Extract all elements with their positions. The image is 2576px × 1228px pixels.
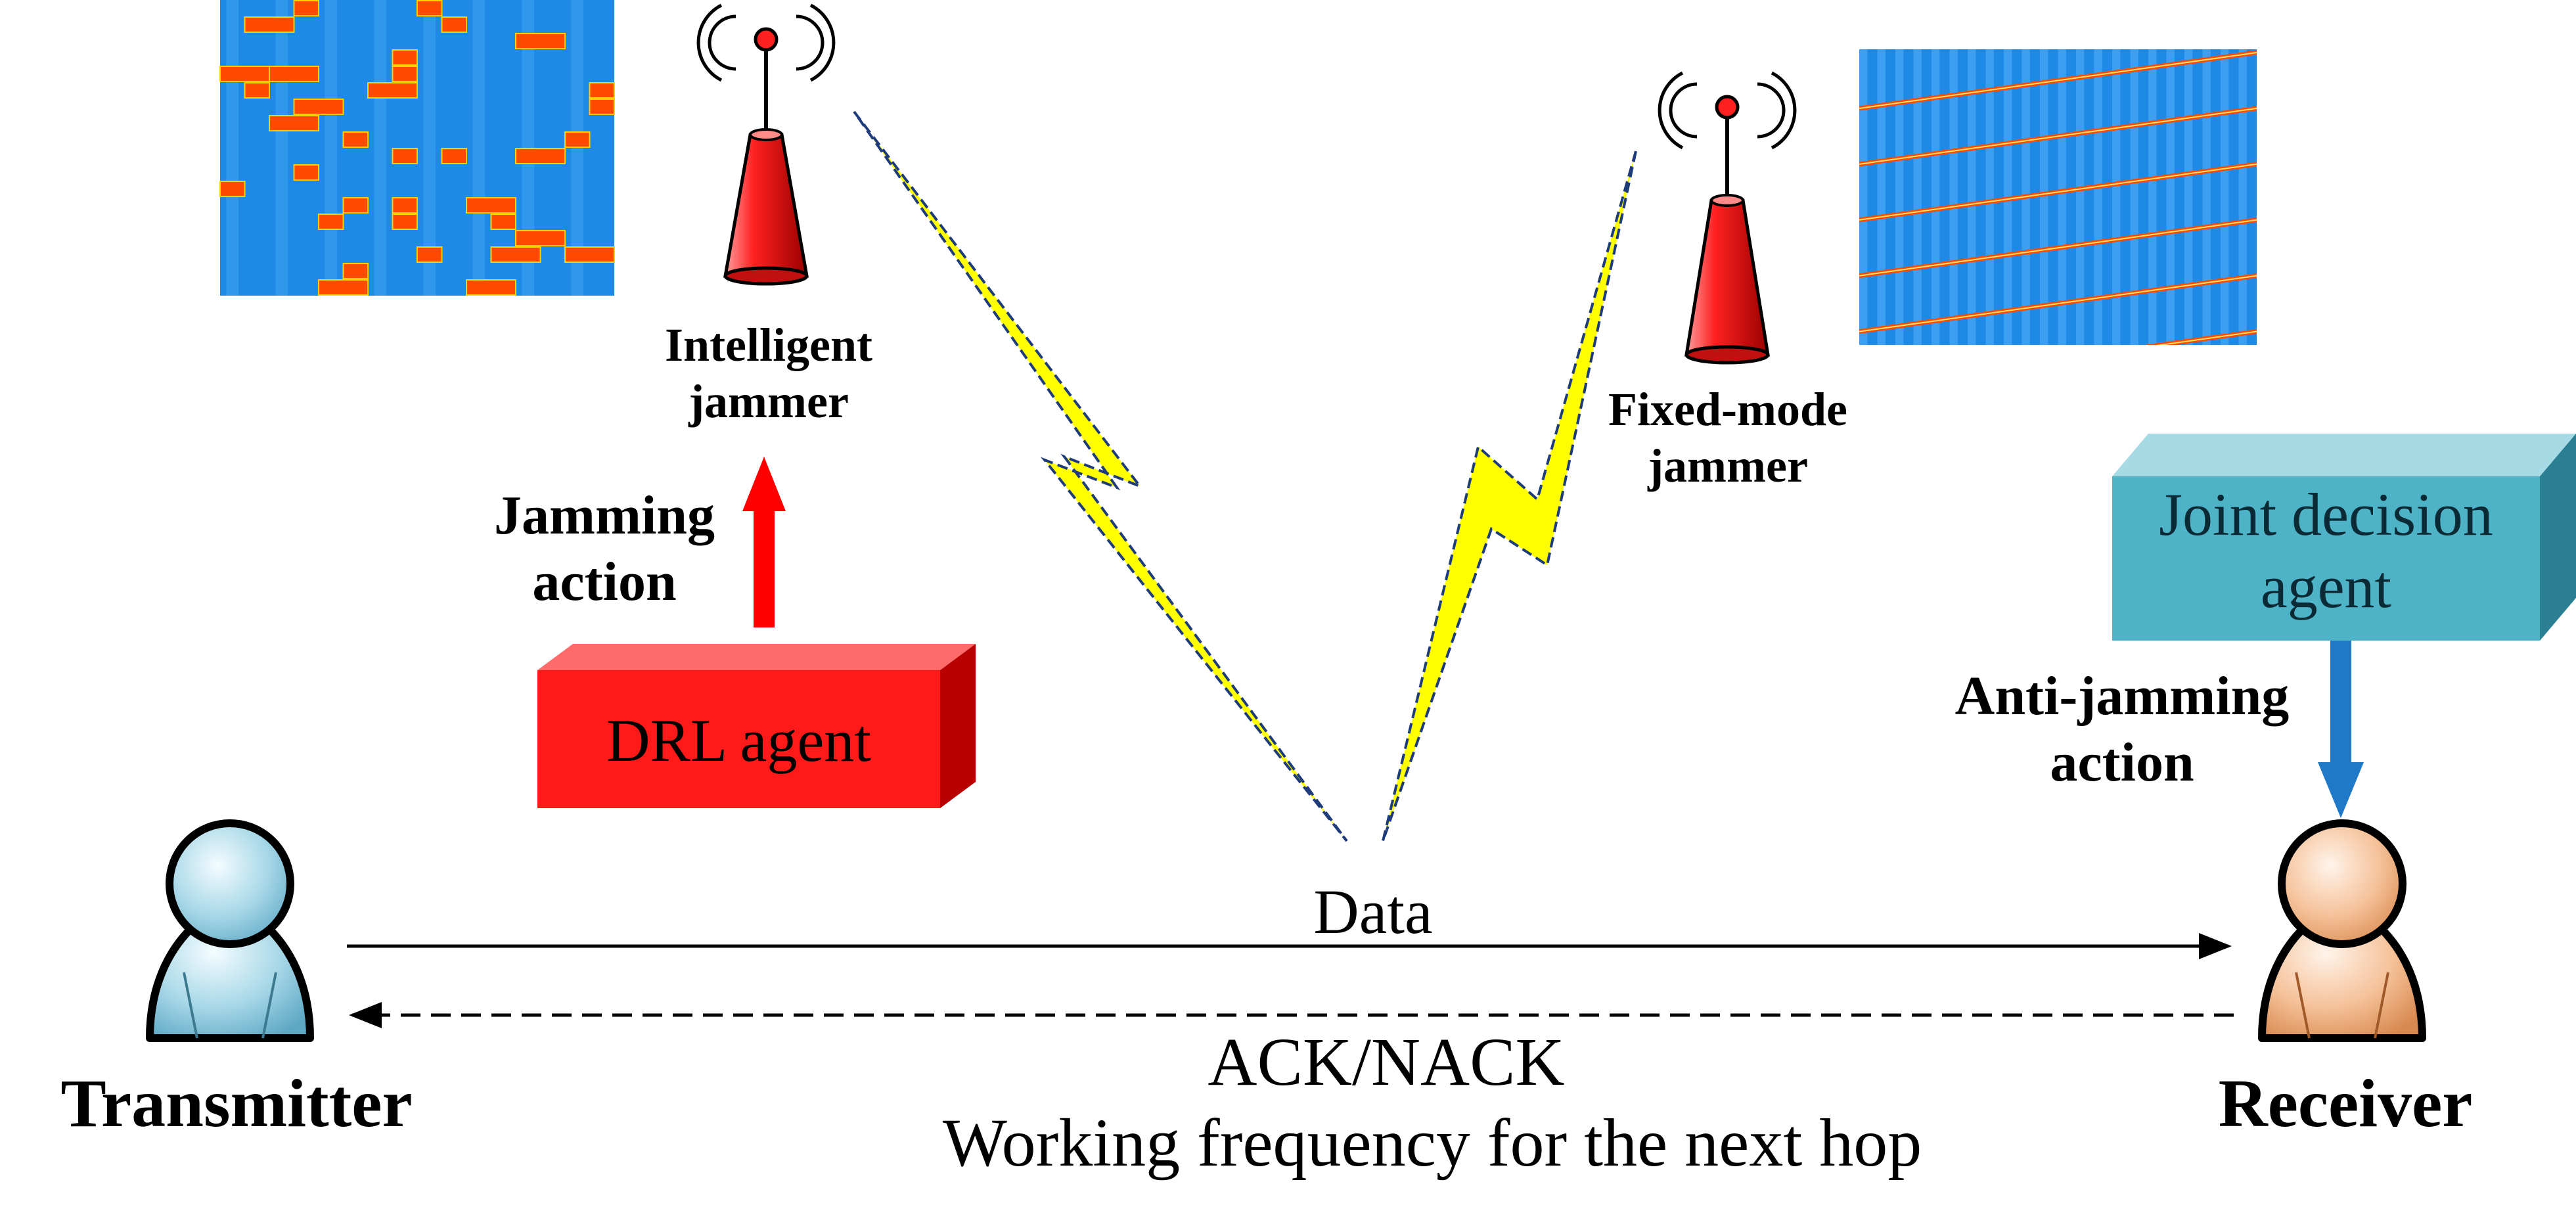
jamming-action-label: Jamming action: [447, 483, 762, 616]
anti-jamming-action-label-line1: Anti-jamming: [1955, 666, 2290, 727]
intelligent-jammer-lightning-icon: [853, 110, 1348, 842]
fixed-jammer-label-line1: Fixed-mode: [1608, 383, 1847, 436]
intelligent-jammer-label-line2: jammer: [689, 375, 849, 428]
joint-decision-agent-label-line2: agent: [2260, 553, 2392, 621]
intelligent-jammer-label: Intelligent jammer: [611, 317, 926, 430]
jamming-action-label-line2: action: [532, 551, 677, 612]
fixed-jammer-label: Fixed-mode jammer: [1570, 381, 1886, 495]
intelligent-jammer-spectrum: [219, 0, 615, 296]
fixed-jammer-lightning-icon: [1382, 150, 1637, 842]
joint-decision-agent-label: Joint decision agent: [2112, 478, 2540, 624]
jamming-action-label-line1: Jamming: [494, 485, 715, 546]
receiver-person-icon: [2258, 819, 2426, 1042]
joint-decision-agent-label-line1: Joint decision: [2159, 481, 2493, 548]
transmitter-person-icon: [146, 819, 314, 1042]
intelligent-jammer-antenna-icon: [696, 3, 836, 286]
intelligent-jammer-label-line1: Intelligent: [665, 319, 872, 371]
joint-decision-agent-box: [2112, 434, 2576, 641]
drl-agent-label: DRL agent: [606, 707, 871, 774]
jamming-action-arrow: [742, 457, 786, 627]
fixed-jammer-spectrum: [1859, 49, 2257, 345]
data-label: Data: [1313, 876, 1433, 947]
ack-nack-label: ACK/NACK: [1208, 1024, 1565, 1100]
working-frequency-label: Working frequency for the next hop: [942, 1105, 1922, 1181]
receiver-label: Receiver: [2218, 1066, 2473, 1141]
anti-jamming-action-label: Anti-jamming action: [1912, 664, 2332, 796]
anti-jamming-action-label-line2: action: [2050, 731, 2194, 793]
anti-jamming-action-arrow: [2318, 641, 2364, 818]
drl-agent-box: [537, 644, 976, 808]
fixed-jammer-antenna-icon: [1658, 71, 1797, 365]
fixed-jammer-label-line2: jammer: [1648, 440, 1808, 493]
transmitter-label: Transmitter: [60, 1066, 413, 1141]
